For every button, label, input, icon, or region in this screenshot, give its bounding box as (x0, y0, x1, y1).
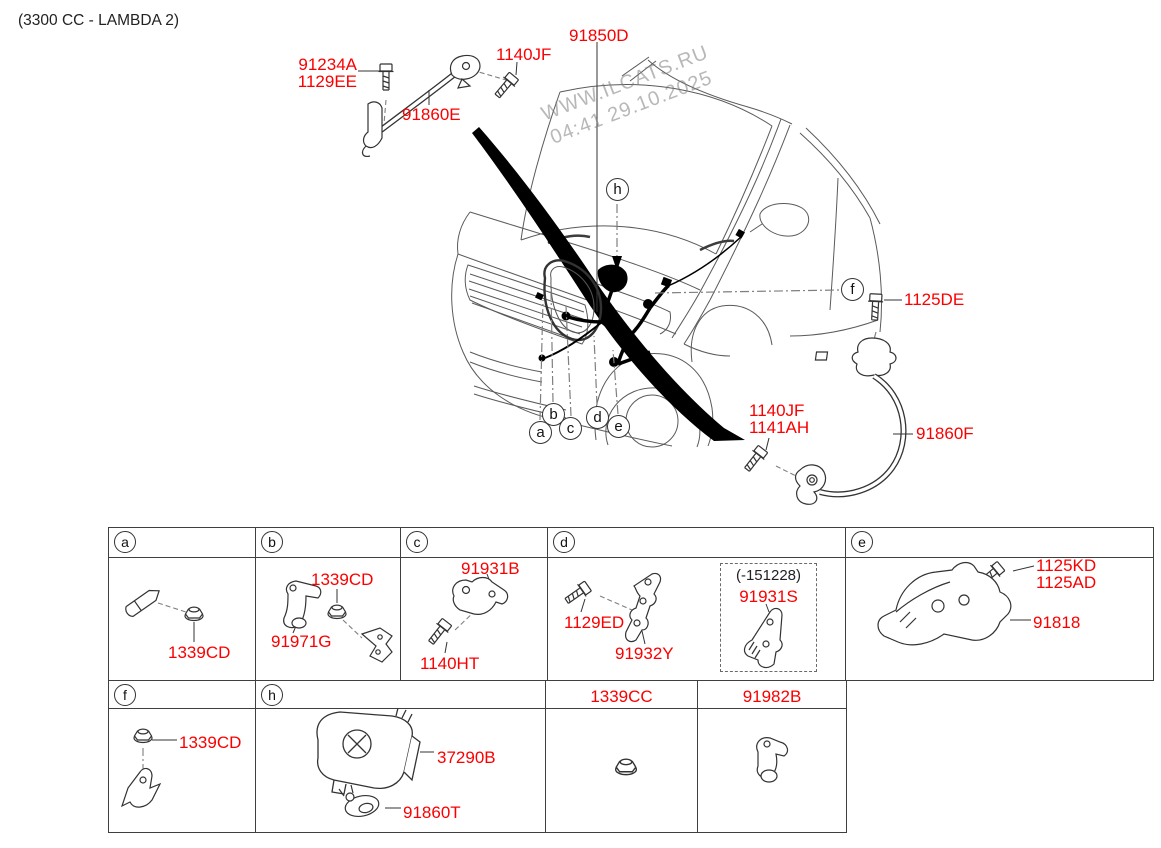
callout-leader-lines (539, 204, 877, 421)
label-1125de: 1125DE (904, 290, 965, 309)
bolt-91234a (377, 63, 395, 91)
label-e-1125kd: 1125KD (1036, 556, 1097, 575)
table-cell-a: a (109, 528, 256, 680)
h-arrowhead (612, 256, 622, 271)
table-cell-1339cc: 1339CC (546, 681, 698, 832)
part-d-bracket-91932y (625, 572, 662, 643)
callout-d: d (586, 406, 609, 429)
table-cell-f-header: f (109, 681, 255, 709)
label-b-1339cd: 1339CD (311, 570, 374, 589)
label-91234a: 91234A (298, 55, 357, 74)
callout-c: c (559, 417, 582, 440)
variant-dashed-box (720, 563, 817, 672)
table-callout-b: b (261, 531, 283, 553)
part-91860e-cable (361, 54, 481, 157)
label-f-1339cd: 1339CD (179, 733, 242, 752)
part-h-terminal-91860t (338, 784, 380, 818)
table-cell-c-header: c (401, 528, 547, 558)
page-title: (3300 CC - LAMBDA 2) (18, 12, 180, 29)
label-91860f: 91860F (916, 424, 974, 443)
variant-note: (-151228) (735, 567, 802, 584)
callout-e: e (607, 415, 630, 438)
table-cell-c: c (401, 528, 548, 680)
table-cell-d: d (548, 528, 846, 680)
table-cell-e-header: e (846, 528, 1153, 558)
label-91931s: 91931S (739, 587, 798, 606)
parts-table-bottom-row: f h 1339CC 91982B (108, 681, 847, 833)
callout-a: a (529, 421, 552, 444)
part-f-clip (120, 767, 162, 808)
parts-table-top-row: a b c d e (108, 527, 1154, 681)
label-d-91932y: 91932Y (615, 644, 674, 663)
part-b-clamp-91971g (283, 580, 322, 629)
bolt-1141ah (740, 443, 770, 475)
part-91860f-cable (794, 337, 907, 505)
label-1141ah: 1141AH (749, 418, 810, 437)
table-cell-b-header: b (256, 528, 400, 558)
table-cell-h-header: h (256, 681, 545, 709)
table-cell-91982b: 91982B (698, 681, 846, 832)
wiper-blades (547, 234, 735, 252)
part-e-bracket-91818 (877, 561, 1012, 646)
table-callout-a: a (114, 531, 136, 553)
table-cell-1339cc-header: 1339CC (546, 681, 697, 709)
label-b-91971g: 91971G (271, 632, 332, 651)
callout-h: h (606, 178, 629, 201)
battery-cable-loop (543, 259, 603, 342)
table-cell-h: h (256, 681, 546, 832)
label-a-1339cd: 1339CD (168, 643, 231, 662)
bolt-1140jf-top (490, 70, 521, 102)
label-c-1140ht: 1140HT (420, 654, 480, 673)
label-91860e: 91860E (402, 105, 461, 124)
table-callout-c: c (406, 531, 428, 553)
harness-connectors (535, 228, 745, 367)
label-d-1129ed: 1129ED (564, 613, 625, 632)
label-h-91860t: 91860T (403, 803, 461, 822)
table-cell-a-header: a (109, 528, 255, 558)
label-e-1125ad: 1125AD (1036, 573, 1097, 592)
table-callout-e: e (851, 531, 873, 553)
callout-f: f (841, 278, 864, 301)
table-callout-f: f (114, 684, 136, 706)
label-91850d: 91850D (569, 26, 629, 45)
black-pointer-swoosh (472, 127, 745, 441)
label-1140jf-right: 1140JF (749, 401, 805, 420)
label-h-37290b: 37290B (437, 748, 496, 767)
table-cell-b: b (256, 528, 401, 680)
part-b-fork-bracket (360, 627, 393, 663)
part-c-bracket-91931b (452, 576, 509, 615)
table-cell-e: e (846, 528, 1153, 680)
part-clip-91982b (756, 737, 789, 783)
table-callout-d: d (553, 531, 575, 553)
bolt-leader-dashes (157, 69, 797, 639)
label-leader-lines (152, 61, 1035, 809)
part-d-bracket-91931s (743, 607, 783, 669)
label-c-91931b: 91931B (461, 559, 520, 578)
callout-b: b (542, 403, 565, 426)
table-cell-d-header: d (548, 528, 845, 558)
label-e-91818: 91818 (1033, 613, 1081, 632)
label-1140jf-top: 1140JF (496, 45, 552, 64)
table-callout-h: h (261, 684, 283, 706)
table-cell-91982b-header: 91982B (698, 681, 846, 709)
part-a-clip (125, 589, 160, 617)
part-h-fusebox-37290b (316, 707, 421, 795)
table-cell-f: f (109, 681, 256, 832)
label-1129ee: 1129EE (297, 72, 357, 91)
